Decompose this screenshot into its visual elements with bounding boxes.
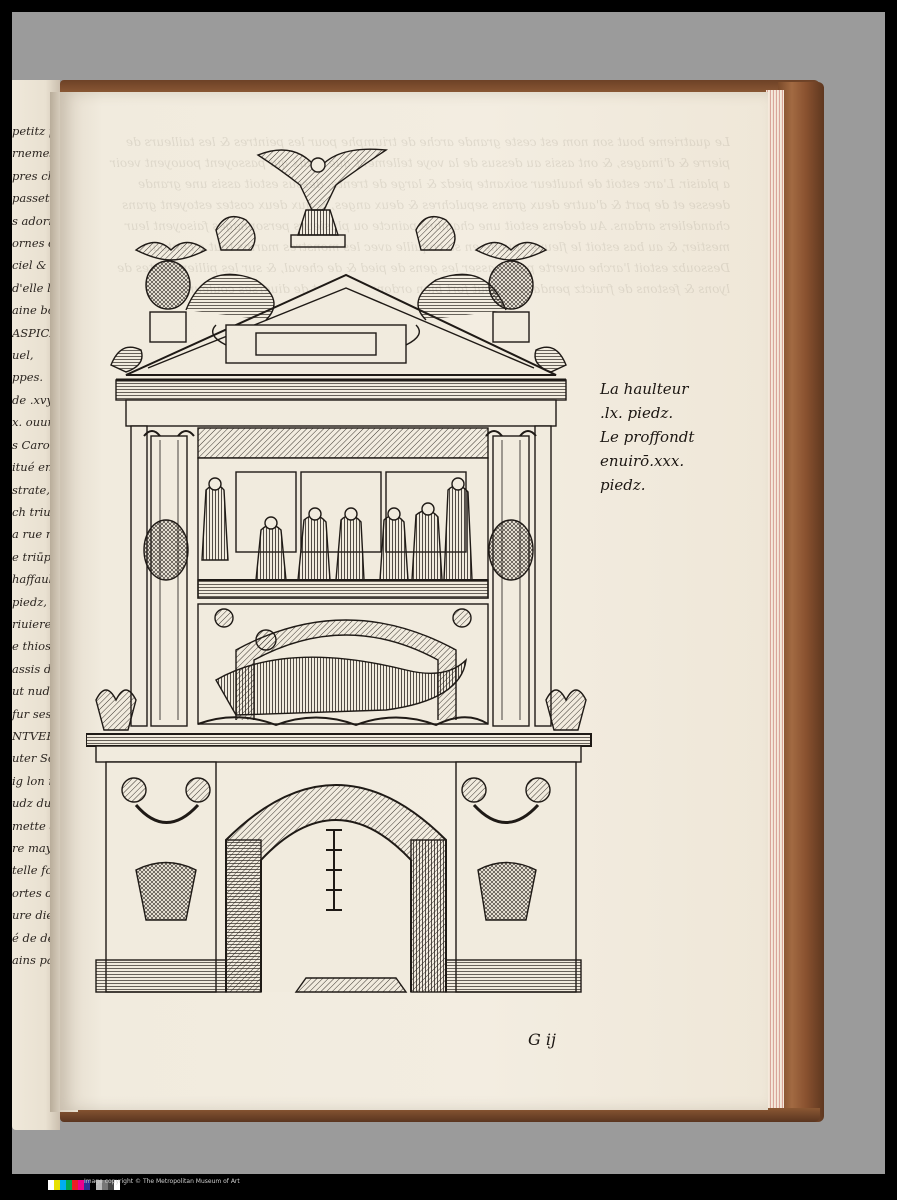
left-page-line: s Carolus. [12,437,60,452]
color-swatch [84,1180,90,1190]
signature-mark: G ij [528,1030,556,1049]
caption-line: Le proffondt [600,428,695,446]
left-page-line: s adornees de [12,213,60,228]
color-swatch [48,1180,54,1190]
left-page-line: ornes de bouc [12,236,60,251]
left-page-line: d'elle les cy [12,280,60,295]
left-page-line: ig lon nōme [12,773,60,788]
left-page-line: piedz, fur leq [12,594,60,609]
left-page-line: ure dieu des m [12,908,60,923]
left-page-line: x. ouuriers s.a [12,415,60,430]
left-page-line: riuiere prendan [12,616,60,631]
image-credit: Image copyright © The Metropolitan Museu… [84,1178,240,1185]
left-page-line: passetemps pl [12,191,60,206]
color-swatch [96,1180,102,1190]
book-cover-spine-edge [778,82,824,1122]
left-page-line: uter Schafau [12,751,60,766]
left-page-line: itué en la [12,460,60,475]
caption-line: piedz. [600,476,646,494]
left-page-line: aine bouche f [12,303,60,318]
color-swatch [114,1180,120,1190]
color-swatch [108,1180,114,1190]
color-swatch [102,1180,108,1190]
caption-line: La haulteur [600,380,689,398]
left-page-line: strate, [12,482,50,497]
caption-line: .lx. piedz. [600,404,674,422]
left-page-line: petitz pessi [12,124,60,138]
left-page-line: ASPICE. [12,325,60,340]
left-page-line: ciel & les ric [12,258,60,273]
angel-figure [256,148,389,248]
left-page-line: uel, [12,348,34,363]
left-page-line: NTVERPIA [12,728,60,743]
left-facing-page: petitz pessi rnemes marcas pres champestr p… [12,80,60,1130]
color-swatch [60,1180,66,1190]
color-swatch [54,1180,60,1190]
left-page-line: é de deux affis [12,930,60,945]
color-swatch [66,1180,72,1190]
left-page-line: telle forte, [12,863,60,878]
left-page-line: a rue nommee [12,527,60,542]
left-page-line: e triūphal d' [12,549,60,564]
left-page-line: re may. Desso [12,841,60,855]
color-calibration-bar [48,1180,120,1190]
page-edges [766,90,784,1110]
left-page-line: fur ses espaul [12,706,60,721]
left-page-line: ppes. [12,370,44,385]
left-page-line: pres champestr [12,168,60,183]
left-page-line: ortes de bien [12,885,60,900]
footer-strip: Image copyright © The Metropolitan Museu… [48,1178,448,1196]
book-cover-bottom [60,1108,820,1122]
left-page-line: rnemes marcas [12,146,60,161]
left-page-line: ains pacquet [12,953,60,968]
left-page-line: ch triumphal d [12,504,60,519]
book-cover-top [60,80,820,94]
color-swatch [72,1180,78,1190]
left-page-line: haffaultz ey [12,572,60,587]
left-page-line: ut nudz, exce [12,684,60,699]
color-swatch [90,1180,96,1190]
left-page-line: de .xvy'. d' auiz [12,392,60,407]
caption-line: enuirō.xxx. [600,452,685,470]
left-page-text: petitz pessi rnemes marcas pres champestr p… [12,120,60,971]
left-page-line: udz du nomme [12,796,60,811]
left-page-line: e thiosse Schel [12,639,60,654]
dimension-caption: La haulteur .lx. piedz. Le proffondt enu… [600,377,750,497]
color-swatch [78,1180,84,1190]
left-page-line: assis de deux [12,661,60,676]
left-page-line: mette a plaine [12,818,60,833]
woodcut-triumphal-arch [86,148,592,993]
